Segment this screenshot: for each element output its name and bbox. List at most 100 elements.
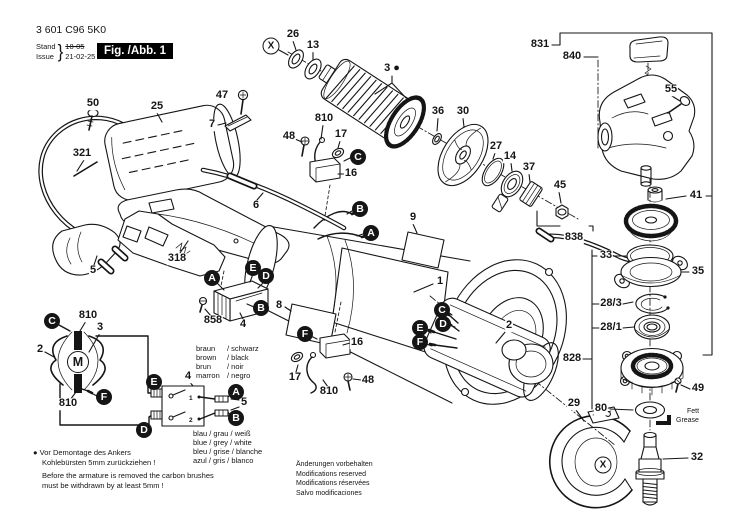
- gear-head: [597, 36, 696, 242]
- callout-A: A: [204, 270, 220, 286]
- part-label-48: 48: [281, 130, 297, 143]
- callout-M: M: [67, 351, 89, 373]
- note-en-line2: must be withdrawn by at least 5mm !: [42, 480, 164, 490]
- part-label-37: 37: [521, 161, 537, 174]
- part-label-2: 2: [504, 319, 514, 332]
- stand-label: Stand: [36, 42, 56, 51]
- part-label-810: 810: [318, 385, 340, 398]
- callout-F: F: [297, 326, 313, 342]
- stand-old-date: 18-05: [65, 42, 85, 51]
- part-label-80: 80: [593, 402, 609, 415]
- legend-line: blau / grau / weiß: [193, 429, 251, 438]
- connecting-cable: [200, 167, 347, 231]
- note-de-line1: Vor Demontage des Ankers: [39, 448, 131, 457]
- callout-C: C: [44, 313, 60, 329]
- part-label-810: 810: [57, 397, 79, 410]
- note-en-line1: Before the armature is removed the carbo…: [42, 471, 214, 480]
- callout-C: C: [350, 149, 366, 165]
- legend-line: blue / grey / white: [193, 438, 252, 447]
- wheel-guard: [548, 406, 633, 509]
- legend-translation: / noir: [227, 362, 244, 371]
- gear-flange-stack: [614, 244, 688, 506]
- part-label-35: 35: [690, 265, 706, 278]
- part-label-28-1: 28/1: [599, 321, 623, 334]
- revisions-es: Salvo modificaciones: [296, 489, 362, 497]
- fasteners-top-left: [73, 89, 252, 177]
- revision-brace: }: [57, 40, 64, 62]
- issue-date: 21-02-25: [65, 51, 96, 61]
- part-label-30: 30: [455, 105, 471, 118]
- armature-assembly: [288, 49, 459, 154]
- callout-D: D: [435, 316, 451, 332]
- callout-X: X: [262, 37, 280, 55]
- part-label-4: 4: [238, 318, 248, 331]
- part-label-48: 48: [360, 374, 376, 387]
- callout-D: D: [258, 268, 274, 284]
- contact-number-1: 1: [189, 395, 193, 402]
- part-label-17: 17: [333, 128, 349, 141]
- legend-translation: / negro: [227, 371, 251, 380]
- part-label-3: 3: [95, 321, 105, 334]
- part-label-41: 41: [688, 189, 704, 202]
- wire-color-legend-brown: braun / schwarz brown / black brun / noir m…: [196, 344, 259, 380]
- callout-B: B: [352, 201, 368, 217]
- part-label-32: 32: [689, 451, 705, 464]
- carbon-brush-warning: ● Vor Demontage des Ankers Kohlebürsten …: [33, 448, 214, 490]
- legend-line: bleu / grise / blanche: [193, 447, 263, 456]
- part-label-45: 45: [552, 179, 568, 192]
- part-label-49: 49: [690, 382, 706, 395]
- part-label-29: 29: [566, 397, 582, 410]
- part-label-318: 318: [166, 252, 188, 265]
- power-cord-and-plug: [38, 115, 163, 276]
- motor-housing: [244, 210, 567, 405]
- callout-A: A: [228, 384, 244, 400]
- callout-C: C: [434, 302, 450, 318]
- part-label-321: 321: [71, 147, 93, 160]
- part-label-6: 6: [251, 199, 261, 212]
- part-label-55: 55: [663, 83, 679, 96]
- type-number: 3 601 C96 5K0: [36, 24, 107, 36]
- part-label-25: 25: [149, 100, 165, 113]
- callout-F: F: [96, 389, 112, 405]
- note-de-line2: Kohlebürsten 5mm zurückziehen !: [42, 457, 156, 467]
- legend-term: marron: [196, 371, 220, 380]
- rear-housing-cover: [104, 103, 241, 201]
- legend-translation: / schwarz: [227, 344, 259, 353]
- issue-label: Issue: [36, 51, 54, 61]
- part-label-810: 810: [77, 309, 99, 322]
- legend-translation: / black: [227, 353, 249, 362]
- wire-color-legend-blue: blau / grau / weiß blue / grey / white b…: [193, 429, 262, 465]
- part-label-5: 5: [88, 264, 98, 277]
- brush-set-bottom: [290, 333, 353, 394]
- part-label-5: 5: [239, 396, 249, 409]
- part-label-33: 33: [598, 249, 614, 262]
- part-label-3: 3 ●: [383, 62, 401, 75]
- callout-D: D: [136, 422, 152, 438]
- callout-B: B: [228, 410, 244, 426]
- wiring-schematic: 1 2: [50, 324, 229, 427]
- legend-term: brun: [196, 362, 212, 371]
- part-label-7: 7: [207, 118, 217, 131]
- part-label-50: 50: [85, 97, 101, 110]
- legend-term: braun: [196, 344, 216, 353]
- callout-E: E: [412, 320, 428, 336]
- part-label-840: 840: [561, 50, 583, 63]
- grease-label-en: Grease: [676, 417, 699, 424]
- callout-A: A: [363, 225, 379, 241]
- modifications-reserved-block: Änderungen vorbehalten Modifications res…: [296, 460, 373, 498]
- legend-term: brown: [196, 353, 217, 362]
- brush-set-top: [300, 136, 345, 183]
- note-bullet: ●: [33, 448, 38, 457]
- part-label-2: 2: [35, 343, 45, 356]
- part-label-17: 17: [287, 371, 303, 384]
- fan: [437, 123, 489, 187]
- callout-X: X: [594, 456, 612, 474]
- bearing-train: [481, 157, 569, 220]
- part-label-858: 858: [202, 314, 224, 327]
- part-label-13: 13: [305, 39, 321, 52]
- leader-lines: [44, 32, 713, 460]
- revisions-de: Änderungen vorbehalten: [296, 461, 373, 468]
- grease-label-de: Fett: [687, 408, 700, 415]
- part-label-8: 8: [274, 299, 284, 312]
